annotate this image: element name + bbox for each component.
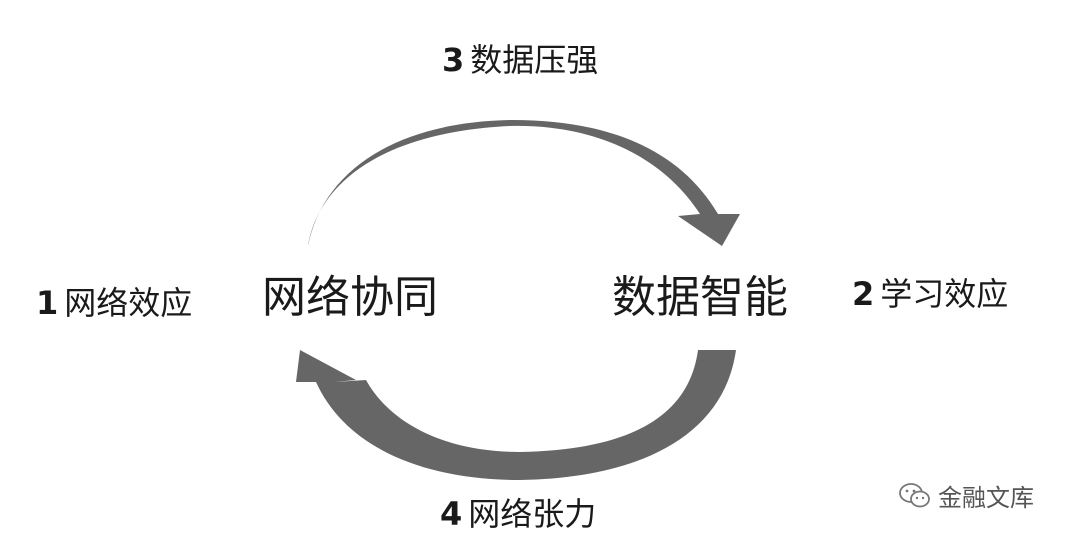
wechat-icon bbox=[899, 482, 930, 507]
bottom-arrow bbox=[296, 350, 736, 480]
top-arrow bbox=[308, 120, 740, 246]
effect-4-text: 网络张力 bbox=[468, 495, 597, 533]
effect-2-number: 2 bbox=[852, 275, 875, 313]
effect-1-number: 1 bbox=[36, 284, 59, 322]
node-data-intelligence: 数据智能 bbox=[612, 272, 788, 323]
effect-3-number: 3 bbox=[442, 41, 465, 79]
watermark-text: 金融文库 bbox=[938, 484, 1034, 512]
watermark: 金融文库 bbox=[898, 478, 1034, 513]
effect-4-number: 4 bbox=[440, 495, 463, 533]
effect-2-text: 学习效应 bbox=[880, 275, 1009, 313]
effect-1-text: 网络效应 bbox=[64, 284, 193, 322]
node-network-collaboration: 网络协同 bbox=[262, 272, 438, 323]
effect-3-text: 数据压强 bbox=[470, 41, 599, 79]
